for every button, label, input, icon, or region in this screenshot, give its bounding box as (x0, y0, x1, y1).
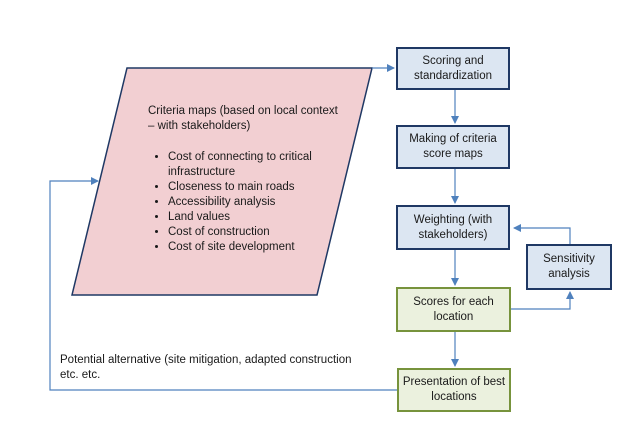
scores-box: Scores for each location (396, 287, 511, 332)
arrow-scores-to-sensitivity (511, 291, 574, 310)
sensitivity-label: Sensitivity analysis (543, 253, 595, 280)
weighting-label: Weighting (with stakeholders) (413, 213, 493, 241)
criteria-item: Cost of site development (168, 240, 338, 255)
criteria-heading: Criteria maps (based on local context – … (148, 105, 338, 132)
scoring-box: Scoring and standardization (396, 47, 510, 90)
criteria-parallelogram (71, 67, 373, 296)
scoring-label: Scoring and standardization (414, 54, 492, 82)
sensitivity-box: Sensitivity analysis (526, 244, 612, 290)
arrow-feedback-to-criteria (49, 177, 397, 391)
criteria-item: Cost of construction (168, 225, 338, 240)
criteria-item: Cost of connecting to critical infrastru… (168, 150, 338, 180)
feedback-label: Potential alternative (site mitigation, … (60, 354, 352, 381)
criteria-maps-label: Making of criteria score maps (409, 133, 497, 160)
criteria-list-block: Criteria maps (based on local context – … (148, 104, 338, 255)
criteria-item: Closeness to main roads (168, 180, 338, 195)
criteria-list: Cost of connecting to critical infrastru… (148, 150, 338, 255)
weighting-box: Weighting (with stakeholders) (396, 205, 510, 250)
presentation-label: Presentation of best locations (402, 376, 506, 403)
presentation-box: Presentation of best locations (397, 368, 511, 412)
scores-label: Scores for each location (413, 295, 494, 323)
criteria-item: Accessibility analysis (168, 195, 338, 210)
criteria-item: Land values (168, 210, 338, 225)
arrow-sensitivity-to-weighting (513, 224, 571, 244)
criteria-maps-box: Making of criteria score maps (396, 125, 510, 169)
